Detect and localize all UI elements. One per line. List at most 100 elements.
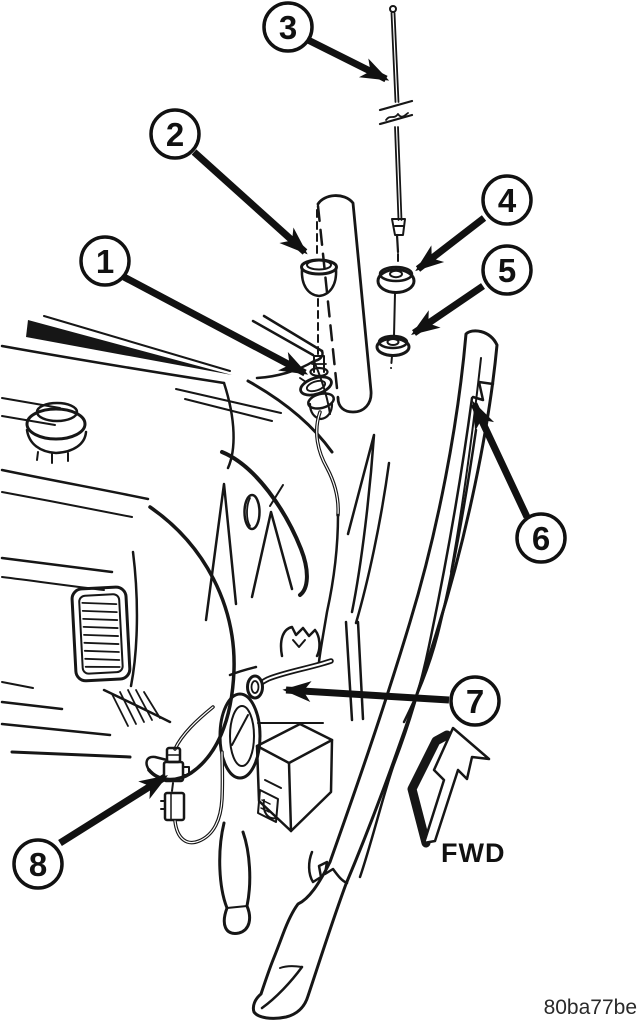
headlamp-line-1 [0,556,114,574]
mast-tip [395,233,400,254]
fender-top-notch [471,380,495,402]
cable-grommet [246,674,264,700]
fender-face-line [129,550,139,688]
wheelhouse-flange-inner [229,705,255,767]
fwd-arrow-outline [422,726,491,845]
box-bracket-front [255,744,293,833]
upper-grommet-top [378,265,414,283]
lower-clip-teeth [260,799,271,813]
mast-lower [394,126,403,221]
cable-grommet-ring [246,674,264,700]
marker-lamp-outline [70,585,132,683]
wheelhouse-detail [231,714,249,746]
callout-3-arrow [306,36,390,83]
connector-gap-dash [171,782,174,792]
panel-spike-2 [250,510,294,599]
callout-6-circle [515,512,567,564]
callout-4-circle [481,174,533,226]
callout-7-number: 7 [466,683,484,720]
hood-edge-short-lines [1,397,61,426]
callout-7-arrow [282,681,450,704]
upper-m-clip [279,625,321,658]
base-body-lower [308,402,334,421]
cable-seg-2 [317,513,340,664]
cowl-to-base-line [313,360,331,415]
callout-4-number: 4 [498,182,517,219]
guide-solid-edge [316,194,373,414]
wheel-arch-hook [145,755,169,772]
slash-mark [269,484,284,507]
callout-3-circle [262,1,314,53]
cable-seg-1 [315,410,340,517]
oval-hole-inner [246,497,251,527]
connector-cable-top [173,705,215,751]
front-panel-line-1 [0,468,150,501]
box-bracket-top [255,722,334,765]
callout-1: 1 [79,235,309,377]
callout-6-number: 6 [532,520,550,557]
callout-4: 4 [415,174,533,272]
callout-5-circle [481,244,533,296]
base-body [307,392,335,410]
upper-grommet-hole [389,269,403,279]
bumper-corner-hatch [111,689,161,727]
antenna-base [299,355,335,421]
lower-grommet-hole [386,338,400,346]
lower-grommet [375,334,411,369]
lower-grommet-dash [390,355,393,369]
oval-hole [243,493,261,531]
mast-guide-outline [316,194,373,414]
callout-7-circle [449,675,501,727]
callout-2: 2 [149,108,308,255]
guide-dashed-edge [316,204,340,400]
hanging-strap [218,821,252,935]
marker-lamp-inner [78,593,124,675]
mast-break-lines [378,99,414,126]
fwd-direction-arrow: FWD [407,726,505,868]
hood-line-lower [0,344,226,385]
callout-3: 3 [262,1,390,83]
connector-lower-body [163,791,186,822]
callout-4-arrow [415,215,487,272]
fwd-arrow-band [407,730,452,848]
callout-5-number: 5 [498,252,516,289]
inner-fender-line-2 [354,461,391,625]
fender-tip-inner [260,965,304,1010]
callout-8-arrow [58,774,169,846]
callout-8: 8 [12,774,169,890]
front-fender [251,329,499,1020]
lower-clip-plate [257,789,279,823]
callout-2-number: 2 [166,116,184,153]
upper-grommet-outer [376,268,416,294]
grommet-link-line [393,292,396,337]
cable-connector [160,705,225,845]
callout-5-arrow [411,283,485,336]
antenna-mast [378,5,414,266]
front-panel-line-2 [1,491,133,518]
a-pillar-lines [251,314,324,357]
base-washer-inner [305,379,327,393]
cable-behind-panel [228,665,258,677]
lower-grommet-top [377,334,409,350]
upper-grommet [376,265,416,294]
panel-spike-3 [346,433,376,614]
cap-rim [300,258,338,276]
connector-side-notches [160,800,166,810]
box-bracket-detail-2 [262,799,277,820]
panel-spike-1 [204,482,238,622]
base-tick [299,377,307,383]
connector-upper-body [162,760,185,783]
bumper-line-1 [0,700,64,711]
fender-tip-cross [279,965,303,969]
callout-8-number: 8 [29,846,47,883]
cowl-shoulder-curve [246,379,334,454]
figure-code: 80ba77be [544,996,637,1019]
fwd-label: FWD [441,838,505,868]
mast-break-squiggle [385,112,409,121]
cap-body [300,267,338,298]
wheelhouse-flange [218,692,262,780]
antenna-cable [228,410,340,691]
hanging-strap-bottom [226,905,248,909]
radiator-cap-rim [25,407,87,441]
cap-rim-inner [306,259,332,271]
